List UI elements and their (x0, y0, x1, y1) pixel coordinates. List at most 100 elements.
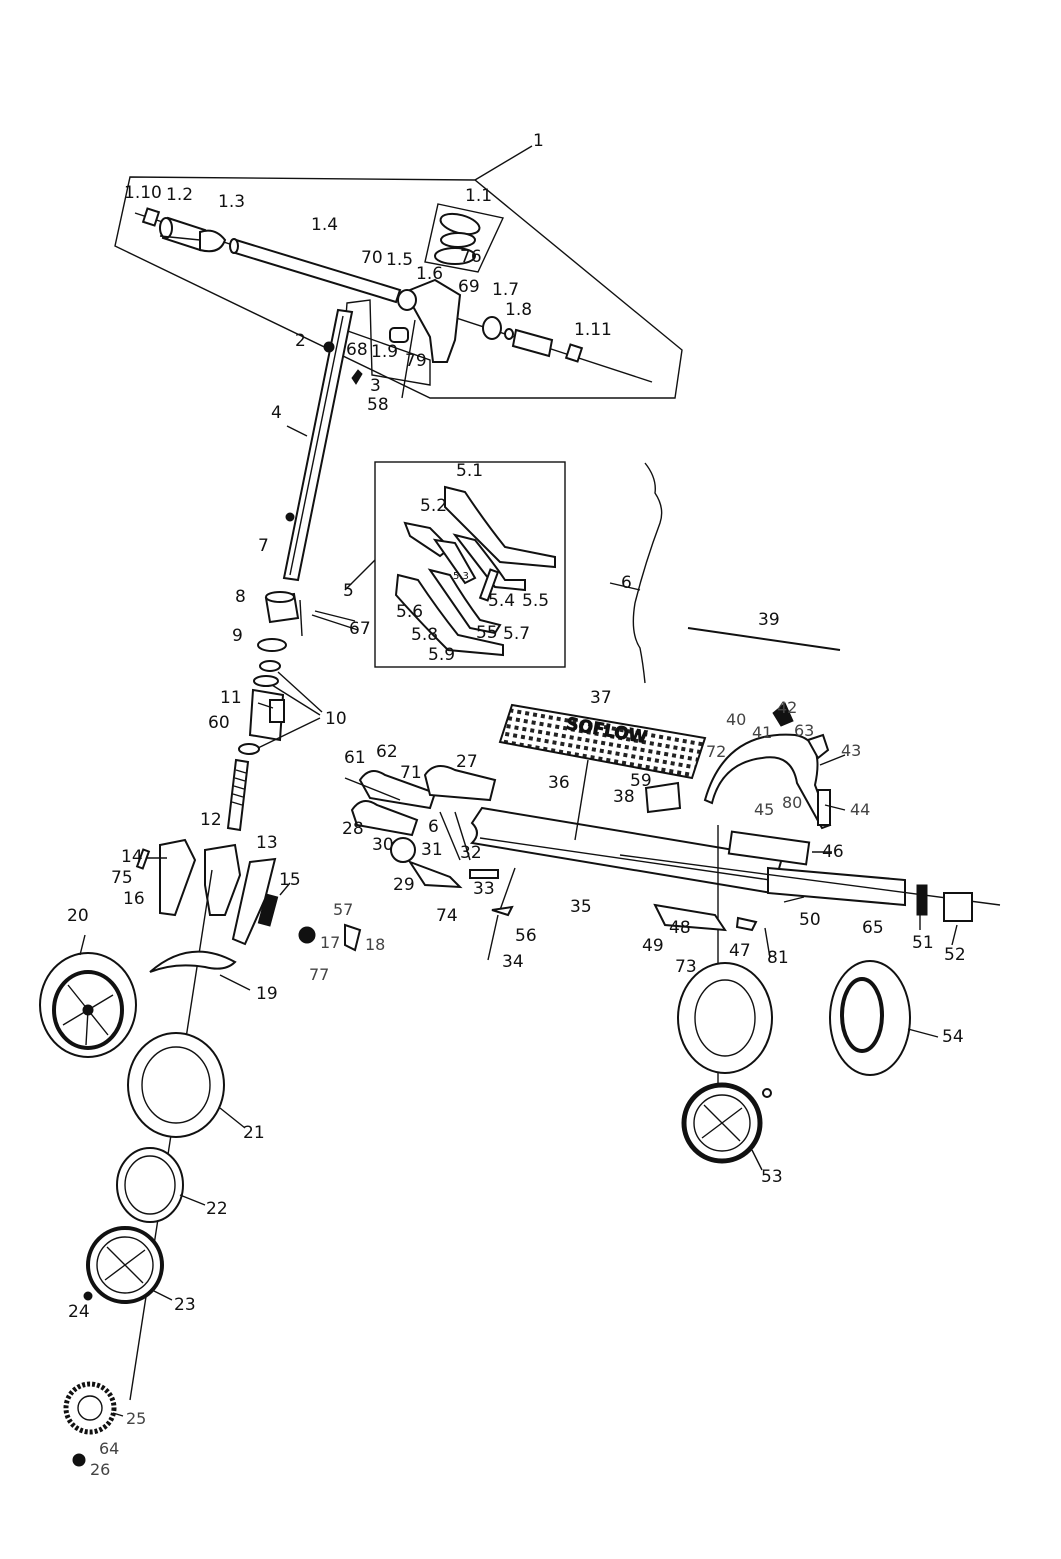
label: 19 (256, 984, 278, 1004)
label: 42 (777, 698, 797, 717)
label: 5.7 (503, 624, 530, 644)
label: 11 (220, 688, 242, 708)
label: 32 (460, 843, 482, 863)
label: 12 (200, 810, 222, 830)
label: 3 (370, 376, 381, 396)
label: 33 (473, 879, 495, 899)
label: 7 (258, 536, 269, 556)
label: 59 (630, 771, 652, 791)
label: 20 (67, 906, 89, 926)
label: 29 (393, 875, 415, 895)
label: 13 (256, 833, 278, 853)
rear-wheels (677, 960, 911, 1164)
label: 43 (841, 741, 861, 760)
label: 22 (206, 1199, 228, 1219)
label: 64 (99, 1439, 119, 1458)
label: 6 (428, 817, 439, 837)
label: 31 (421, 840, 443, 860)
label: 39 (758, 610, 780, 630)
label: 65 (862, 918, 884, 938)
headset-parts (238, 591, 359, 755)
label: 47 (729, 941, 751, 961)
label: 10 (325, 709, 347, 729)
label: 5.1 (456, 461, 483, 481)
front-wheels (39, 952, 225, 1467)
label: 1.3 (218, 192, 245, 212)
label: 67 (349, 619, 371, 639)
label: 14 (121, 847, 143, 867)
label: 41 (752, 723, 772, 742)
label: 48 (669, 918, 691, 938)
label: 1.6 (416, 264, 443, 284)
label: 61 (344, 748, 366, 768)
label: 24 (68, 1302, 90, 1322)
folding-joint (344, 765, 499, 889)
label: 1.10 (124, 183, 162, 203)
label: 76 (460, 247, 482, 267)
part-labels: 1 1.10 1.2 1.3 1.4 70 1.5 1.6 1.1 76 69 … (67, 131, 966, 1479)
label: 9 (232, 626, 243, 646)
label: 60 (208, 713, 230, 733)
brake-caliper (298, 923, 362, 952)
label: 1.9 (371, 342, 398, 362)
label: 5.3 (453, 571, 469, 582)
label: 1.1 (465, 186, 492, 206)
label: 58 (367, 395, 389, 415)
label: 5.8 (411, 625, 438, 645)
label: 35 (570, 897, 592, 917)
label: 15 (279, 870, 301, 890)
label: 63 (794, 721, 814, 740)
cables (609, 462, 841, 684)
label: 1 (533, 131, 544, 151)
label: 62 (376, 742, 398, 762)
label: 37 (590, 688, 612, 708)
label: 1.4 (311, 215, 338, 235)
label: 73 (675, 957, 697, 977)
label: 1.11 (574, 320, 612, 340)
label: 45 (754, 800, 774, 819)
label: 54 (942, 1027, 964, 1047)
label: 34 (502, 952, 524, 972)
label: 5 (343, 581, 354, 601)
label: 36 (548, 773, 570, 793)
label: 71 (400, 763, 422, 783)
label: 23 (174, 1295, 196, 1315)
label: 8 (235, 587, 246, 607)
label: 70 (361, 248, 383, 268)
label: 69 (458, 277, 480, 297)
label: 30 (372, 835, 394, 855)
deck-top-plate: SOFLOW (498, 703, 707, 780)
label: 72 (706, 742, 726, 761)
label: 28 (342, 819, 364, 839)
label: 1.8 (505, 300, 532, 320)
label: 77 (309, 965, 329, 984)
label: 46 (822, 842, 844, 862)
label: 52 (944, 945, 966, 965)
label: 21 (243, 1123, 265, 1143)
label: 68 (346, 340, 368, 360)
label: 18 (365, 935, 385, 954)
label: 17 (320, 933, 340, 952)
leader-lines (79, 425, 958, 1417)
stem-tube (282, 308, 363, 582)
label: 1.5 (386, 250, 413, 270)
label: 80 (782, 793, 802, 812)
label: 5.4 (488, 591, 515, 611)
label: 16 (123, 889, 145, 909)
label: 26 (90, 1460, 110, 1479)
label: 6 (621, 573, 632, 593)
label: 5.2 (420, 496, 447, 516)
front-fork (129, 758, 279, 1401)
rear-fender (703, 702, 832, 830)
label: 2 (295, 331, 306, 351)
label: 74 (436, 906, 458, 926)
label: 49 (642, 936, 664, 956)
label: 1.2 (166, 185, 193, 205)
folding-mechanism-box (344, 461, 566, 668)
label: 40 (726, 710, 746, 729)
label: 55 (476, 623, 498, 643)
label: 38 (613, 787, 635, 807)
label: 5.9 (428, 645, 455, 665)
label: 53 (761, 1167, 783, 1187)
